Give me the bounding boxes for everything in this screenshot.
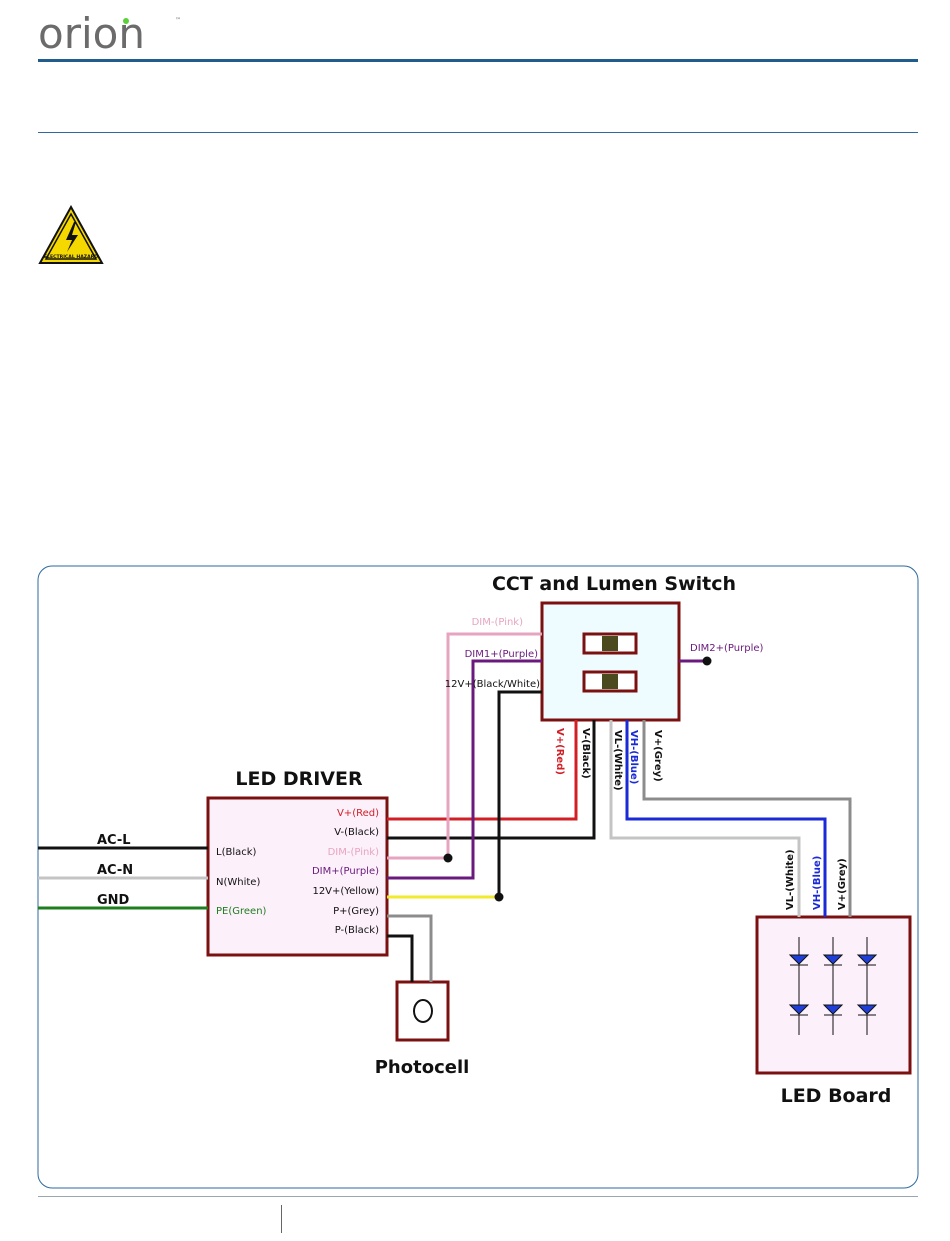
led-diode-icon	[788, 1004, 810, 1016]
driver-output-dim-minus: DIM-(Pink)	[328, 847, 380, 858]
driver-output-v-minus: V-(Black)	[334, 827, 379, 838]
wire-p-plus-grey	[387, 914, 433, 982]
wire-vl-minus-white	[609, 720, 801, 917]
ac-n-label: AC-N	[97, 863, 133, 878]
orion-logo: orion ™	[38, 10, 181, 54]
dip-switch-1-icon	[582, 632, 638, 655]
driver-output-v-plus: V+(Red)	[337, 808, 379, 819]
junction-dot	[702, 656, 712, 666]
section-rule	[38, 132, 918, 133]
wire-v-plus-grey	[642, 720, 852, 917]
board-input-vl-minus: VL-(White)	[785, 849, 796, 910]
cct-lumen-switch-box	[540, 601, 681, 722]
photocell-sensor-icon	[413, 999, 433, 1023]
led-strings	[798, 937, 868, 1035]
logo-dot-icon	[123, 18, 129, 24]
led-diode-icon	[788, 954, 810, 966]
header-rule	[38, 59, 918, 62]
dip-switch-2-icon	[582, 670, 638, 693]
led-board-title: LED Board	[781, 1085, 892, 1107]
switch-title: CCT and Lumen Switch	[492, 573, 736, 595]
electrical-hazard-icon: ELECTRICAL HAZARD	[38, 205, 104, 264]
led-diode-icon	[856, 1004, 878, 1016]
switch-input-12v: 12V+(Black/White)	[445, 679, 540, 690]
driver-output-p-plus: P+(Grey)	[333, 906, 379, 917]
wire-dim-minus-pink	[387, 632, 542, 860]
gnd-label: GND	[97, 893, 130, 908]
logo-text: orion	[38, 10, 145, 54]
led-diodes	[788, 954, 878, 1016]
driver-title: LED DRIVER	[235, 768, 363, 790]
wire-vh-minus-blue	[625, 720, 827, 917]
switch-bottom-vh-minus: VH-(Blue)	[628, 730, 639, 784]
led-diode-icon	[822, 954, 844, 966]
photocell-box	[395, 980, 450, 1042]
hazard-label: ELECTRICAL HAZARD	[44, 254, 98, 260]
wire-12v-black-white	[497, 690, 542, 897]
switch-bottom-v-minus: V-(Black)	[580, 728, 591, 779]
driver-output-12v: 12V+(Yellow)	[312, 886, 379, 897]
photocell-title: Photocell	[375, 1057, 470, 1078]
switch-input-dim-minus: DIM-(Pink)	[472, 617, 524, 628]
driver-output-p-minus: P-(Black)	[335, 925, 379, 936]
switch-output-dim2: DIM2+(Purple)	[690, 643, 764, 654]
switch-bottom-vl-minus: VL-(White)	[612, 730, 623, 791]
switch-bottom-v-plus-grey: V+(Grey)	[652, 730, 663, 782]
junction-dot	[494, 892, 504, 902]
switch-bottom-v-plus: V+(Red)	[554, 728, 565, 775]
wire-dim-plus-purple	[387, 659, 542, 880]
footer-divider	[281, 1205, 282, 1233]
footer-rule	[38, 1196, 918, 1197]
driver-input-n: N(White)	[216, 877, 260, 888]
wire-v-plus-red	[387, 720, 578, 821]
ac-l-label: AC-L	[97, 833, 131, 848]
logo-trademark: ™	[175, 17, 181, 24]
wire-p-minus-black	[387, 934, 414, 982]
led-diode-icon	[856, 954, 878, 966]
led-diode-icon	[822, 1004, 844, 1016]
board-input-vh-minus: VH-(Blue)	[812, 856, 823, 910]
driver-input-l: L(Black)	[216, 847, 257, 858]
wire-v-minus-black	[387, 720, 596, 840]
driver-input-pe: PE(Green)	[216, 906, 267, 917]
junction-dot	[443, 853, 453, 863]
driver-output-dim-plus: DIM+(Purple)	[312, 866, 379, 877]
board-input-v-plus: V+(Grey)	[837, 858, 848, 910]
switch-input-dim1-plus: DIM1+(Purple)	[465, 649, 539, 660]
